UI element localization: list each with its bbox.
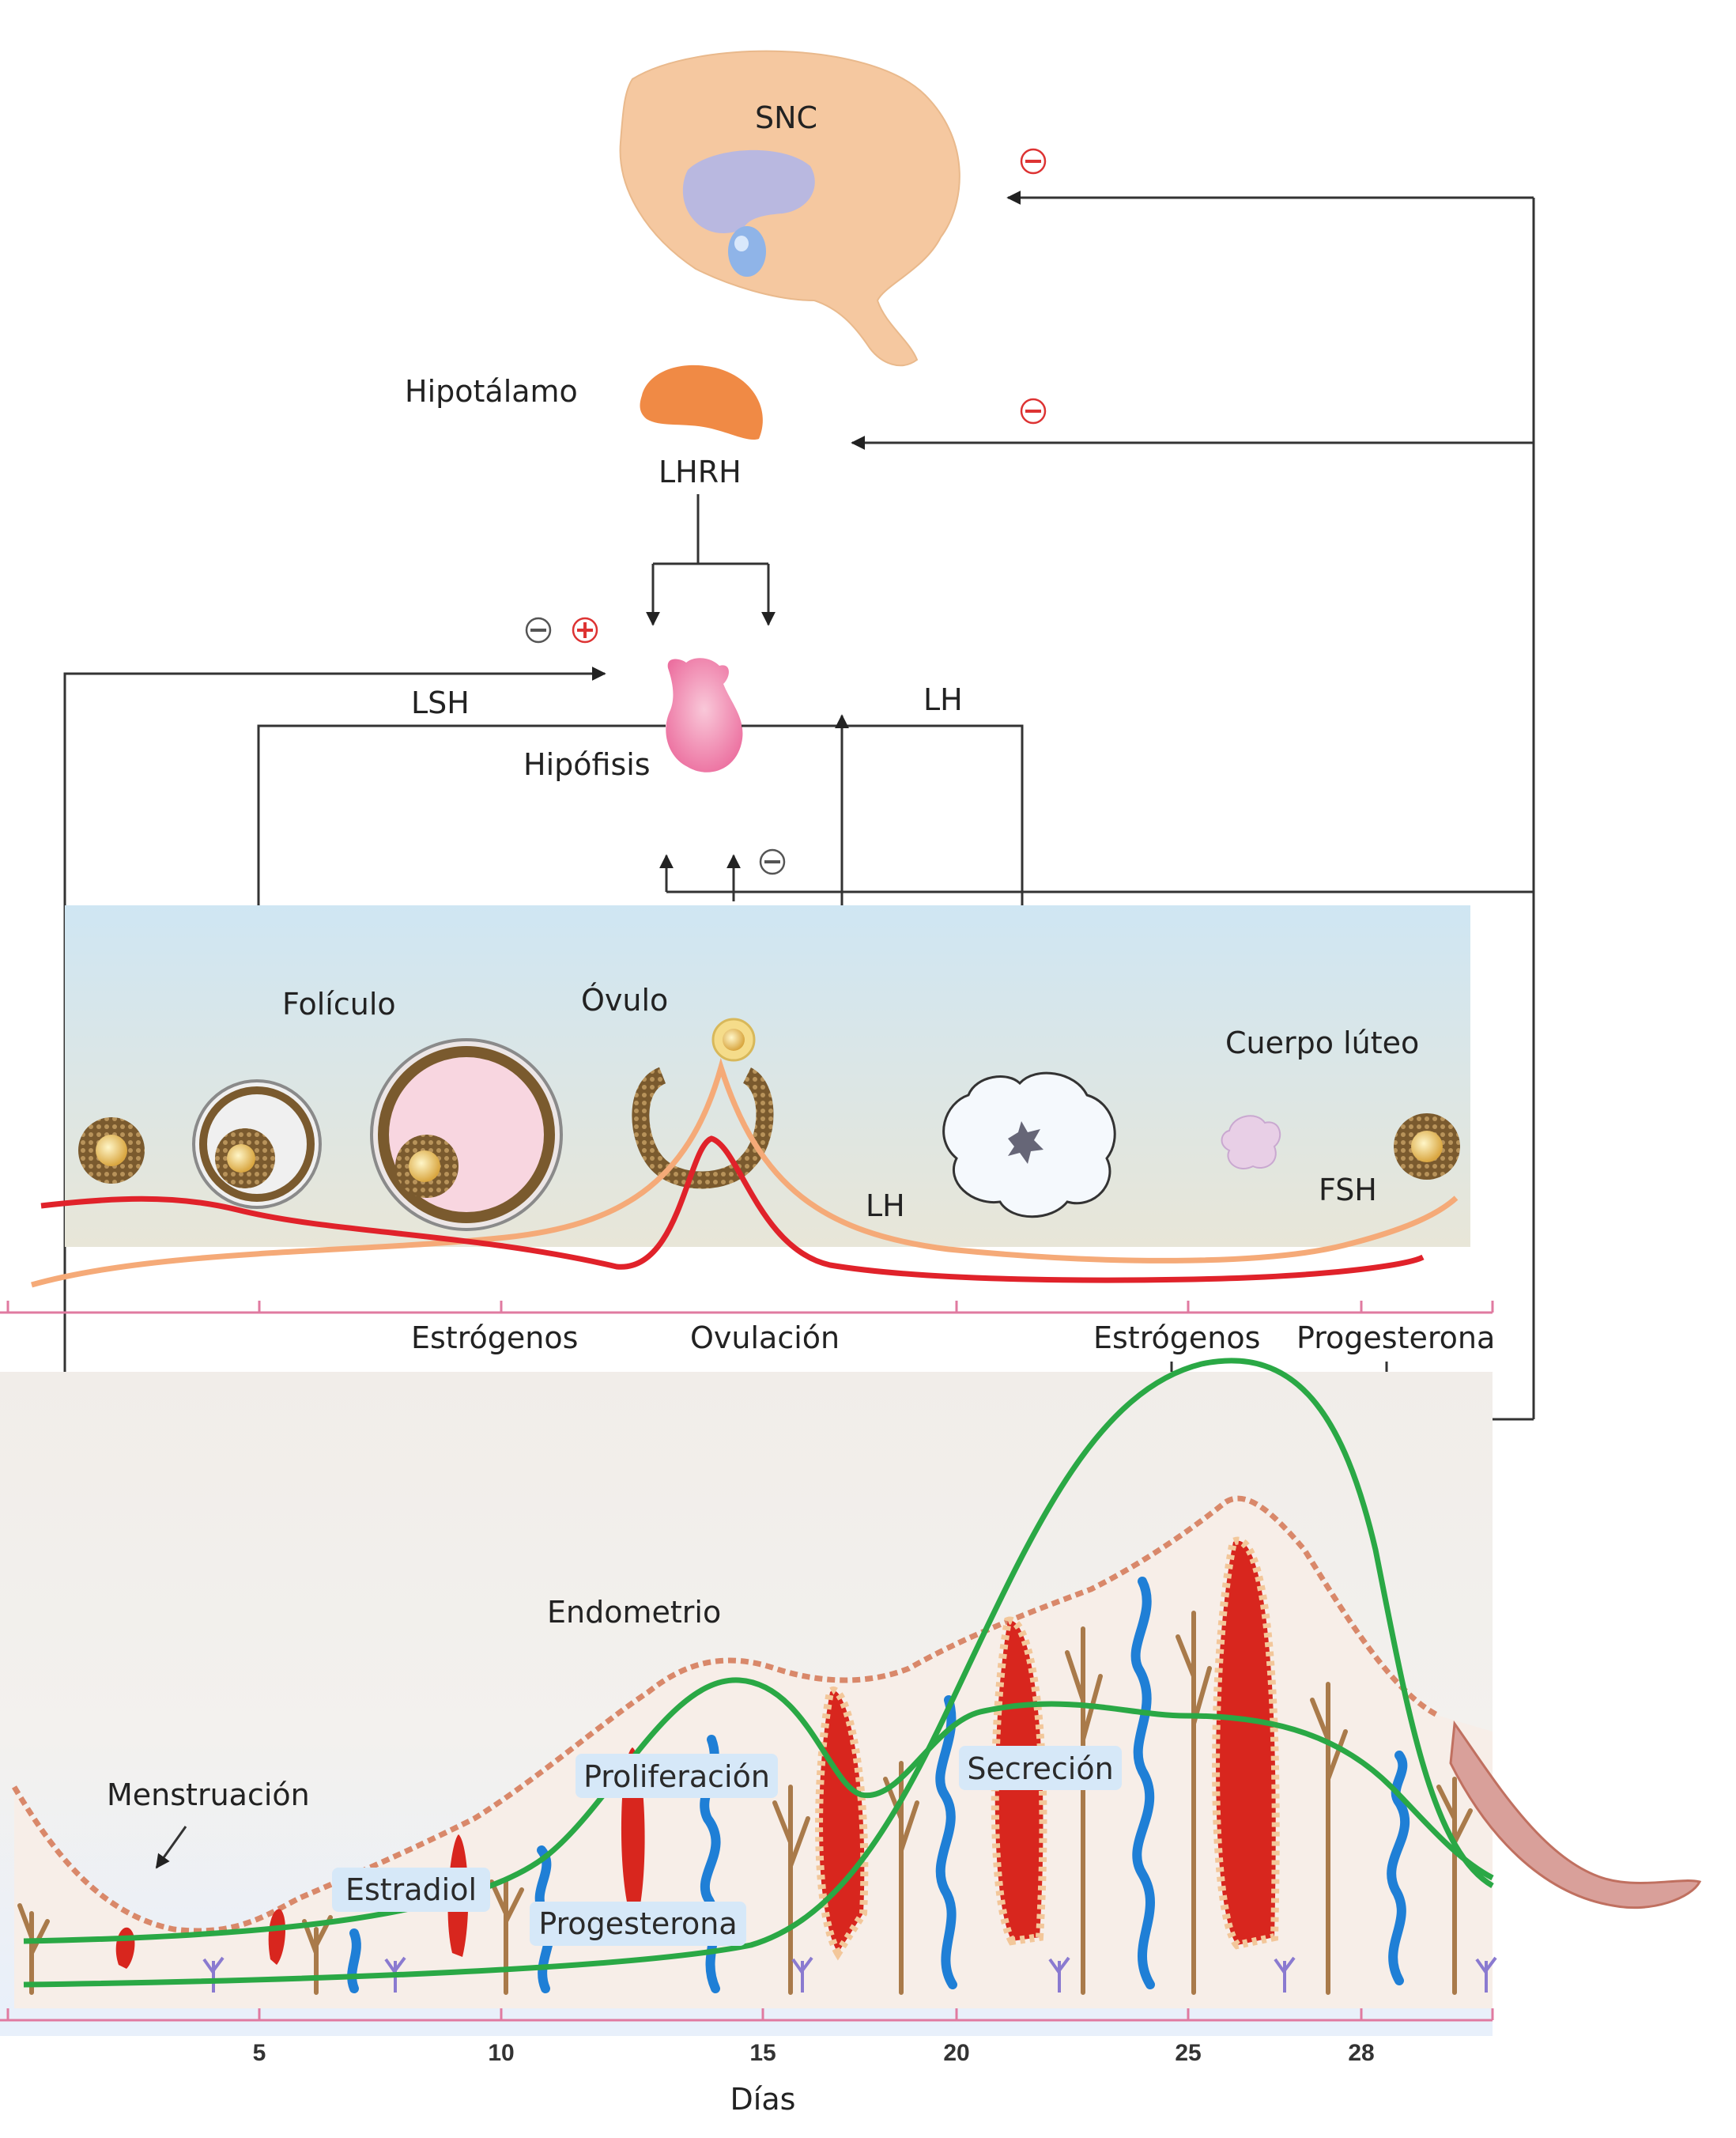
fsh-curve xyxy=(31,1057,1459,1288)
minus-sign-icon xyxy=(759,848,786,875)
proliferacion-label: Proliferación xyxy=(583,1759,770,1794)
stromal-veins xyxy=(17,1611,1473,1995)
hypothalamus xyxy=(640,365,763,440)
developing-follicle xyxy=(192,1079,322,1209)
menstruacion-label: Menstruación xyxy=(107,1777,310,1812)
ovulo-label: Óvulo xyxy=(581,983,668,1018)
endometrium-surface-line xyxy=(11,1495,1440,1934)
secrecion-pill: Secreción xyxy=(959,1746,1122,1790)
days-axis xyxy=(0,2008,1494,2022)
proliferacion-pill: Proliferación xyxy=(576,1754,778,1798)
minus-sign-icon xyxy=(1020,398,1047,425)
cuerpo-luteo-label: Cuerpo lúteo xyxy=(1225,1026,1419,1060)
estradiol-label: Estradiol xyxy=(345,1872,477,1907)
hipofisis-label: Hipófisis xyxy=(523,747,651,782)
lhrh-label: LHRH xyxy=(659,455,742,489)
plus-sign-icon xyxy=(572,617,598,644)
progesterona-pill-label: Progesterona xyxy=(538,1906,737,1941)
shedding-layer-right xyxy=(1449,1720,1702,1909)
pituitary xyxy=(666,658,743,772)
antral-follicle xyxy=(370,1038,563,1231)
ovulacion-label: Ovulación xyxy=(690,1320,840,1355)
endometrial-glands xyxy=(115,1536,1280,1969)
lsh-label: LSH xyxy=(411,686,470,720)
cycle-axis-top xyxy=(0,1301,1494,1314)
endometrio-label: Endometrio xyxy=(547,1595,721,1630)
hipotalamo-label: Hipotálamo xyxy=(405,374,578,409)
progesterona-pill: Progesterona xyxy=(530,1902,746,1946)
day-tick-15: 15 xyxy=(749,2040,776,2066)
snc-label: SNC xyxy=(755,100,817,135)
estrogenos-label-1: Estrógenos xyxy=(411,1320,578,1355)
dias-label: Días xyxy=(730,2082,796,2117)
primordial-follicle xyxy=(78,1117,145,1184)
estradiol-pill: Estradiol xyxy=(332,1868,490,1912)
ruptured-follicle xyxy=(632,1018,774,1189)
foliculo-label: Folículo xyxy=(282,987,396,1022)
ovarian-follicles xyxy=(78,1018,1460,1231)
basal-vessels xyxy=(202,1956,1497,1993)
day-tick-5: 5 xyxy=(253,2040,266,2066)
lh-curve xyxy=(40,1135,1425,1283)
minus-sign-icon xyxy=(525,617,552,644)
secrecion-label: Secreción xyxy=(967,1751,1113,1786)
primordial-follicle xyxy=(1394,1113,1460,1180)
day-tick-20: 20 xyxy=(943,2040,969,2066)
progesterona-top-label: Progesterona xyxy=(1296,1320,1495,1355)
day-tick-10: 10 xyxy=(488,2040,514,2066)
lh-top-label: LH xyxy=(923,682,963,717)
corpus-albicans xyxy=(1221,1115,1281,1169)
progesterone-curve xyxy=(23,1358,1494,1988)
estrogenos-label-2: Estrógenos xyxy=(1093,1320,1260,1355)
fsh-curve-label: FSH xyxy=(1319,1173,1377,1207)
lh-curve-label: LH xyxy=(866,1188,905,1223)
corpus-luteum xyxy=(942,1071,1116,1218)
minus-sign-icon xyxy=(1020,148,1047,175)
day-tick-28: 28 xyxy=(1348,2040,1374,2066)
estradiol-curve xyxy=(23,1677,1494,1944)
brain-snc xyxy=(619,50,960,367)
day-tick-25: 25 xyxy=(1175,2040,1201,2066)
menstruation-arrow xyxy=(155,1826,187,1869)
